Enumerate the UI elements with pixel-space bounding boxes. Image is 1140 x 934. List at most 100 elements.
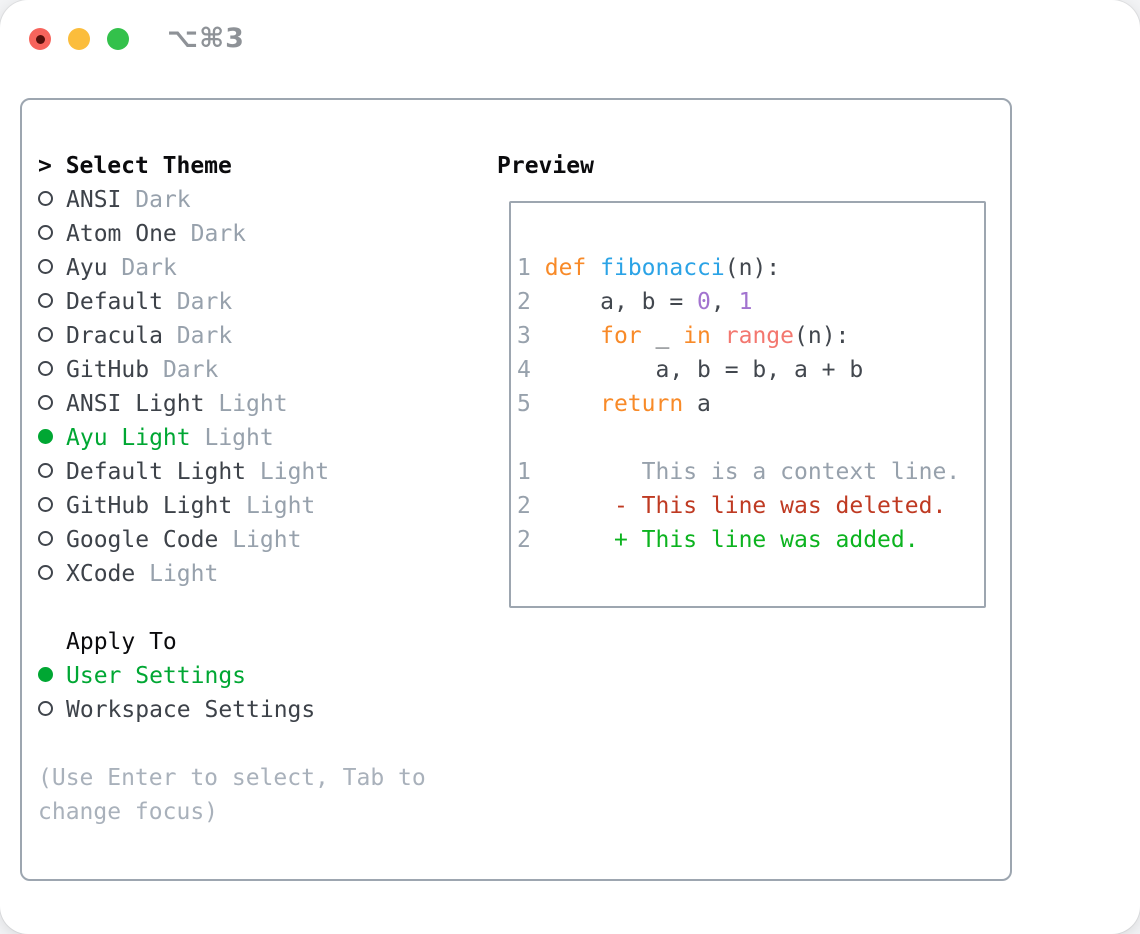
- code-line: 2 + This line was added.: [517, 523, 984, 557]
- line-number: 5: [517, 391, 531, 417]
- window-controls: [29, 28, 129, 50]
- option-label: ANSI: [66, 187, 122, 213]
- theme-option-google-code[interactable]: Google Code Light: [38, 523, 478, 557]
- code-line: 5 return a: [517, 387, 984, 421]
- code-token-pl: a, b = b, a + b: [544, 357, 864, 383]
- radio-unselected-icon: [38, 693, 66, 727]
- spacer: [38, 591, 478, 625]
- close-button[interactable]: [29, 28, 51, 50]
- radio-unselected-icon: [38, 557, 66, 591]
- code-line: 2 - This line was deleted.: [517, 489, 984, 523]
- option-variant-tag: Dark: [121, 255, 177, 281]
- code-token-bi: range: [724, 323, 795, 349]
- theme-option-xcode[interactable]: XCode Light: [38, 557, 478, 591]
- line-number: 4: [517, 357, 531, 383]
- apply-option-workspace-settings[interactable]: Workspace Settings: [38, 693, 478, 727]
- theme-option-github[interactable]: GitHub Dark: [38, 353, 478, 387]
- radio-unselected-icon: [38, 387, 66, 421]
- option-label: Dracula: [66, 323, 163, 349]
- code-token-del: - This line was deleted.: [544, 493, 947, 519]
- code-line: 2 a, b = 0, 1: [517, 285, 984, 319]
- cursor-chevron-icon: >: [38, 153, 66, 179]
- option-label: Atom One: [66, 221, 177, 247]
- option-label: GitHub: [66, 357, 150, 383]
- theme-option-dracula[interactable]: Dracula Dark: [38, 319, 478, 353]
- theme-option-github-light[interactable]: GitHub Light Light: [38, 489, 478, 523]
- option-label: Default: [66, 289, 163, 315]
- option-label: Google Code: [66, 527, 219, 553]
- radio-unselected-icon: [38, 353, 66, 387]
- radio-unselected-icon: [38, 319, 66, 353]
- hint-line-1: (Use Enter to select, Tab to: [38, 765, 426, 791]
- code-token-pl: [545, 323, 600, 349]
- hint-line-2: change focus): [38, 799, 219, 825]
- theme-option-ayu[interactable]: Ayu Dark: [38, 251, 478, 285]
- option-variant-tag: Light: [232, 527, 302, 553]
- option-label: Workspace Settings: [66, 697, 316, 723]
- option-label: ANSI Light: [66, 391, 205, 417]
- option-label: XCode: [66, 561, 136, 587]
- code-line: 3 for _ in range(n):: [517, 319, 984, 353]
- line-number: 2: [517, 289, 531, 315]
- select-theme-header: > Select Theme: [38, 149, 478, 183]
- theme-option-ayu-light[interactable]: Ayu Light Light: [38, 421, 478, 455]
- minimize-button[interactable]: [68, 28, 90, 50]
- radio-unselected-icon: [38, 217, 66, 251]
- radio-selected-icon: [38, 659, 66, 693]
- option-variant-tag: Light: [259, 459, 330, 485]
- option-variant-tag: Light: [246, 493, 316, 519]
- theme-option-ansi[interactable]: ANSI Dark: [38, 183, 478, 217]
- maximize-button[interactable]: [107, 28, 129, 50]
- option-label: Ayu: [66, 255, 108, 281]
- option-variant-tag: Dark: [176, 289, 233, 315]
- line-number: 3: [517, 323, 531, 349]
- apply-to-header: Apply To: [66, 629, 177, 655]
- code-token-pl: (n):: [794, 323, 850, 349]
- preview-header: Preview: [497, 153, 594, 179]
- theme-option-atom-one[interactable]: Atom One Dark: [38, 217, 478, 251]
- close-dot-icon: [35, 34, 45, 44]
- option-label: Default Light: [66, 459, 247, 485]
- radio-unselected-icon: [38, 183, 66, 217]
- code-token-add: + This line was added.: [544, 527, 919, 553]
- apply-option-user-settings[interactable]: User Settings: [38, 659, 478, 693]
- theme-option-default[interactable]: Default Dark: [38, 285, 478, 319]
- option-variant-tag: Dark: [190, 221, 247, 247]
- option-variant-tag: Dark: [135, 187, 191, 213]
- code-token-kw: for: [600, 323, 642, 349]
- line-number: 1: [517, 255, 531, 281]
- option-label: GitHub Light: [66, 493, 233, 519]
- radio-unselected-icon: [38, 251, 66, 285]
- option-variant-tag: Dark: [162, 357, 219, 383]
- option-variant-tag: Light: [218, 391, 288, 417]
- code-line: 1 def fibonacci(n):: [517, 251, 984, 285]
- option-label: User Settings: [66, 663, 247, 689]
- option-variant-tag: Light: [149, 561, 219, 587]
- code-token-pl: [711, 323, 725, 349]
- code-token-pl: [545, 391, 600, 417]
- code-token-kw: return: [600, 391, 684, 417]
- code-line: 4 a, b = b, a + b: [517, 353, 984, 387]
- code-token-kw: def: [544, 255, 587, 281]
- code-token-num: 0: [697, 289, 711, 315]
- radio-unselected-icon: [38, 285, 66, 319]
- option-label: Ayu Light: [66, 425, 191, 451]
- code-token-kw: in: [683, 323, 711, 349]
- theme-option-default-light[interactable]: Default Light Light: [38, 455, 478, 489]
- code-token-pl: _: [641, 323, 684, 349]
- line-number: 2: [517, 493, 531, 519]
- spacer: [38, 727, 478, 761]
- theme-option-ansi-light[interactable]: ANSI Light Light: [38, 387, 478, 421]
- code-token-ctx: This is a context line.: [544, 459, 961, 485]
- code-token-pl: a, b =: [544, 289, 698, 315]
- option-variant-tag: Light: [204, 425, 274, 451]
- radio-unselected-icon: [38, 489, 66, 523]
- code-line: [517, 421, 984, 455]
